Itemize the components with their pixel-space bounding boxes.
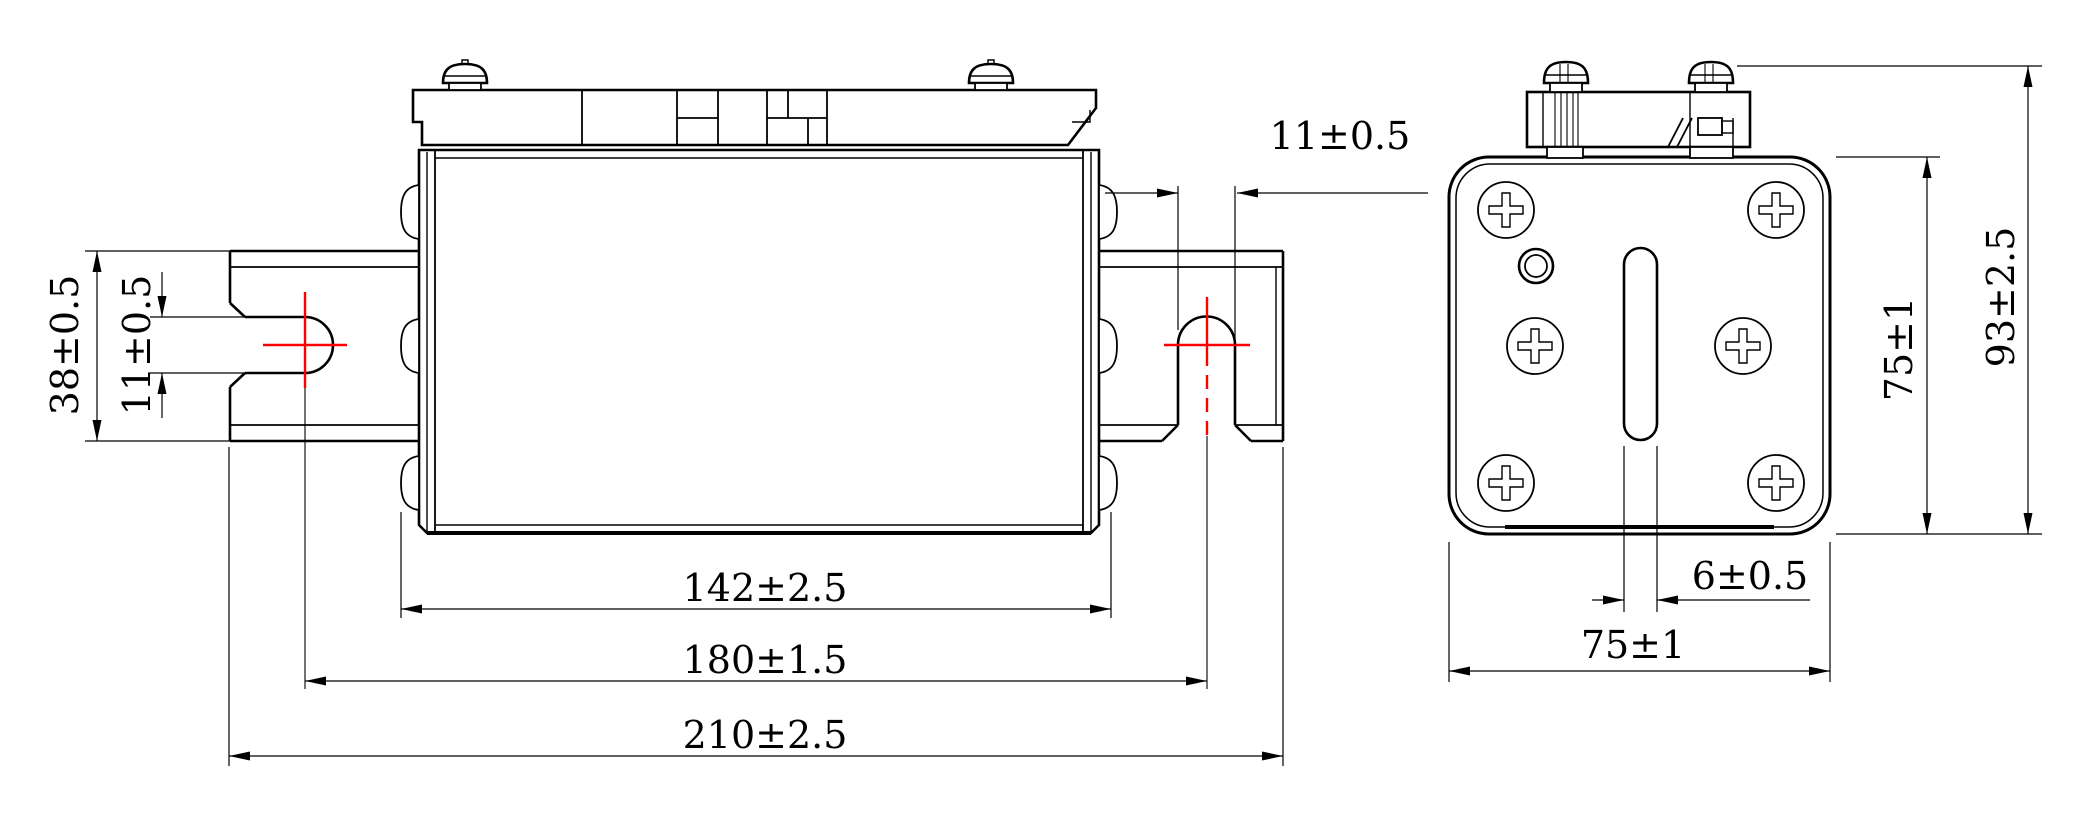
- dim-slot-center-span: 180±1.5: [305, 638, 1207, 686]
- phillips-screw: [1477, 454, 1535, 512]
- side-screw: [1098, 183, 1118, 241]
- dim-tab-height: 38±0.5: [43, 250, 230, 442]
- top-cap-outline: [411, 88, 1098, 147]
- dim-label-slot-width-top: 11±0.5: [1270, 114, 1411, 158]
- mounting-tab-right: [1099, 249, 1285, 443]
- phillips-screw: [1477, 181, 1535, 239]
- center-mark-left: [263, 292, 347, 689]
- terminal-block: [1525, 90, 1752, 149]
- phillips-screw: [1714, 317, 1772, 375]
- terminal-screw-left: [1542, 60, 1590, 93]
- side-screw: [400, 183, 420, 241]
- terminal-screw-right: [1687, 60, 1735, 93]
- end-view: 6±0.5 75±1 75±1 93±2.5: [1447, 60, 2042, 682]
- dim-label-slot-height: 11±0.5: [115, 275, 159, 416]
- side-screw: [400, 454, 420, 512]
- dim-label-body-width: 75±1: [1581, 623, 1685, 667]
- screw-slot-notch: [987, 59, 995, 65]
- body-end-plate-left: [426, 150, 436, 533]
- dim-label-slot-center-span: 180±1.5: [683, 638, 848, 682]
- tab-slot-right: [1161, 315, 1252, 442]
- body-end-plate-right: [1082, 150, 1092, 533]
- mounting-tab-left: [228, 249, 419, 443]
- center-mark-right: [1164, 297, 1250, 689]
- terminal-neck-left: [1546, 146, 1584, 159]
- dim-label-blade-span: 142±2.5: [683, 566, 848, 610]
- side-screw: [400, 317, 420, 375]
- rivet-hole: [1517, 247, 1555, 285]
- top-cap: [411, 88, 1098, 147]
- dim-blade-span: 142±2.5: [400, 512, 1112, 618]
- top-cap-step: [1072, 110, 1091, 123]
- dim-slot-width: 6±0.5: [1592, 446, 1810, 612]
- indicator-window: [581, 90, 828, 145]
- side-screw: [1098, 454, 1118, 512]
- dim-overall-length: 210±2.5: [228, 447, 1284, 766]
- phillips-screw: [1747, 454, 1805, 512]
- phillips-screw: [1506, 317, 1564, 375]
- terminal-neck-right: [1689, 146, 1734, 159]
- fuse-body: [400, 148, 1118, 535]
- phillips-screw: [1747, 181, 1805, 239]
- dim-label-overall-length: 210±2.5: [683, 713, 848, 757]
- dim-body-height: 75±1: [1836, 156, 2042, 535]
- dim-label-overall-height: 93±2.5: [1979, 227, 2023, 368]
- dim-overall-height: 93±2.5: [1737, 65, 2042, 534]
- dim-slot-height: 11±0.5: [115, 272, 245, 418]
- fuse-body-outline: [417, 148, 1101, 535]
- dim-label-tab-height: 38±0.5: [43, 275, 87, 416]
- dim-body-width: 75±1: [1448, 542, 1831, 682]
- dim-slot-width-top: 11±0.5: [1105, 114, 1428, 345]
- screw-slot-notch: [461, 59, 469, 65]
- cap-screw-right: [967, 59, 1015, 91]
- side-screw: [1098, 317, 1118, 375]
- front-view: 38±0.5 11±0.5 11±0.5: [43, 59, 1428, 766]
- center-slot: [1622, 246, 1659, 442]
- dim-label-slot-width: 6±0.5: [1692, 554, 1808, 598]
- cap-screw-left: [441, 59, 489, 91]
- dim-label-body-height: 75±1: [1877, 297, 1921, 401]
